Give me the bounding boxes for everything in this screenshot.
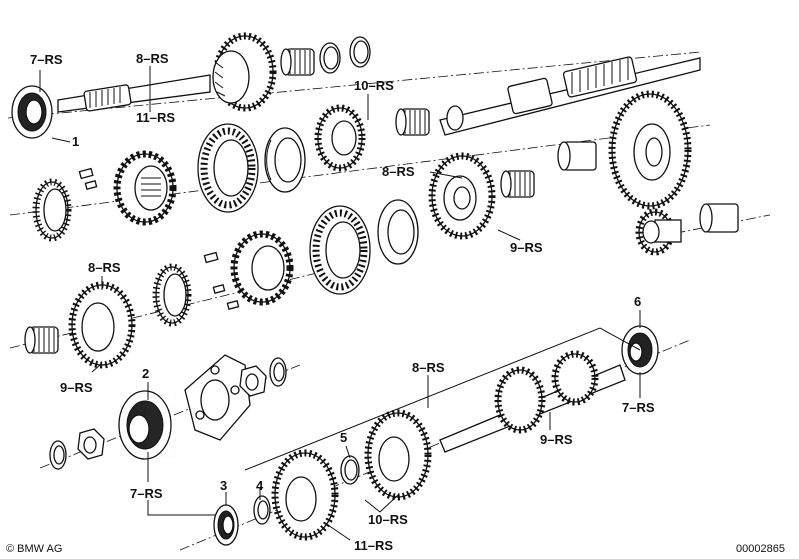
- needle-bearing-row3: [24, 326, 59, 354]
- label-7rs-c: 7–RS: [130, 486, 163, 501]
- bearing-2: [118, 390, 172, 460]
- needle-bearing-right: [500, 170, 535, 198]
- label-9rs-b: 9–RS: [60, 380, 93, 395]
- sleeve-left: [197, 123, 259, 213]
- label-1: 1: [72, 134, 79, 149]
- label-7rs-a: 7–RS: [30, 52, 63, 67]
- gear-8rs-mid: [428, 152, 496, 240]
- label-5: 5: [340, 430, 347, 445]
- label-10rs-a: 10–RS: [354, 78, 394, 93]
- label-8rs-c: 8–RS: [88, 260, 121, 275]
- washer-top: [349, 36, 371, 68]
- diagram-code: 00002865: [736, 543, 785, 555]
- countershaft-group: [213, 325, 659, 546]
- label-9rs-c: 9–RS: [540, 432, 573, 447]
- label-6: 6: [634, 294, 641, 309]
- footer: © BMW AG 00002865: [6, 543, 785, 555]
- synchro-hub-row3: [230, 230, 294, 306]
- nut-left: [77, 428, 105, 460]
- label-8rs-b: 8–RS: [382, 164, 415, 179]
- synchro-ring-row3: [156, 267, 188, 323]
- sleeve-row3: [309, 205, 371, 295]
- label-11rs-a: 11–RS: [136, 110, 175, 125]
- label-8rs-d: 8–RS: [412, 360, 445, 375]
- label-3: 3: [220, 478, 227, 493]
- leader-lines: [39, 66, 641, 541]
- label-8rs-a: 8–RS: [136, 51, 169, 66]
- gear-10rs-top: [314, 104, 366, 172]
- gear-10rs-bottom: [364, 409, 432, 501]
- bearing-3: [213, 504, 239, 546]
- pins-row3: [203, 251, 240, 310]
- output-flange: [184, 354, 251, 441]
- output-flange-group: [49, 354, 287, 470]
- pins-left: [78, 167, 98, 190]
- needle-bearing-mid: [395, 108, 430, 136]
- main-shaft: [439, 56, 701, 136]
- part-labels: 7–RS 1 8–RS 11–RS 10–RS 8–RS 9–RS 8–RS 9…: [30, 51, 655, 553]
- label-2: 2: [142, 366, 149, 381]
- input-gear-top: [212, 32, 277, 112]
- snap-ring-5: [340, 455, 360, 485]
- label-7rs-b: 7–RS: [622, 400, 655, 415]
- top-shaft-row: [11, 32, 371, 139]
- washer-right: [269, 357, 287, 387]
- main-shaft-row: [36, 56, 739, 256]
- synchro-ring-row3b: [377, 199, 419, 265]
- gear-11rs-bottom: [271, 449, 339, 541]
- label-9rs-a: 9–RS: [510, 240, 543, 255]
- bearing-7rs-top: [11, 85, 53, 139]
- large-gear-right: [608, 90, 692, 210]
- label-10rs-b: 10–RS: [368, 512, 408, 527]
- label-4: 4: [256, 478, 264, 493]
- sleeve-far-right: [699, 203, 739, 233]
- label-11rs-b: 11–RS: [354, 538, 393, 553]
- copyright-text: © BMW AG: [6, 543, 62, 555]
- sleeve-right: [557, 141, 597, 171]
- row-three: [24, 199, 419, 369]
- small-gear-right: [635, 208, 682, 256]
- synchro-hub-left: [113, 150, 177, 226]
- synchro-ring-left: [36, 182, 68, 238]
- needle-bearing-top: [280, 48, 315, 76]
- washer-4: [253, 495, 271, 525]
- countershaft: [439, 350, 626, 453]
- seal-left: [49, 440, 67, 470]
- nut-right: [239, 365, 267, 397]
- input-shaft: [57, 74, 211, 113]
- snap-ring-top: [319, 42, 341, 74]
- synchro-ring-mid: [264, 127, 306, 193]
- gear-8rs-left: [68, 281, 136, 369]
